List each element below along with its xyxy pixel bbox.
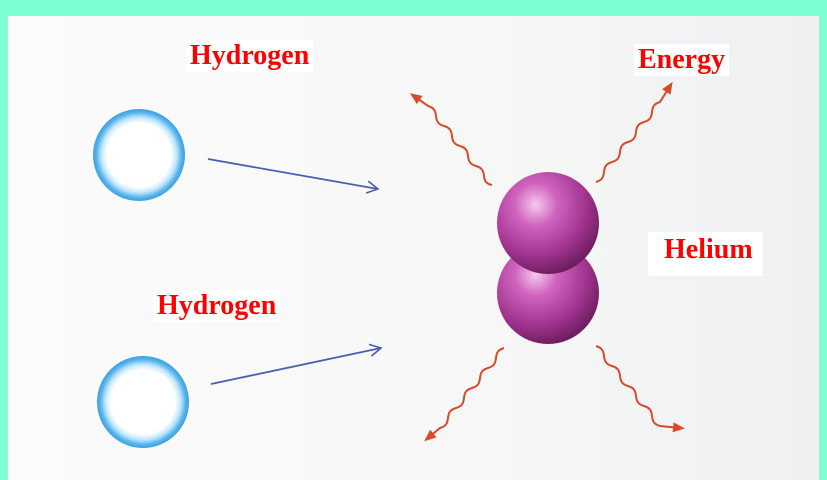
hydrogen-atom-bottom xyxy=(97,356,189,448)
hydrogen-atom-top xyxy=(93,109,185,201)
energy-wave-upper-left xyxy=(409,93,493,186)
label-helium: Helium xyxy=(648,232,763,277)
label-energy: Energy xyxy=(634,44,730,77)
energy-wave-upper-right xyxy=(595,81,673,183)
helium-nucleus-bottom xyxy=(497,242,599,344)
arrow-top xyxy=(207,158,380,194)
label-hydrogen-top: Hydrogen xyxy=(186,40,314,73)
arrow-bottom xyxy=(210,343,383,385)
helium-nucleus-top xyxy=(497,172,599,274)
label-hydrogen-bottom: Hydrogen xyxy=(153,290,281,323)
energy-wave-lower-left xyxy=(424,347,505,442)
energy-wave-lower-right xyxy=(595,345,685,433)
